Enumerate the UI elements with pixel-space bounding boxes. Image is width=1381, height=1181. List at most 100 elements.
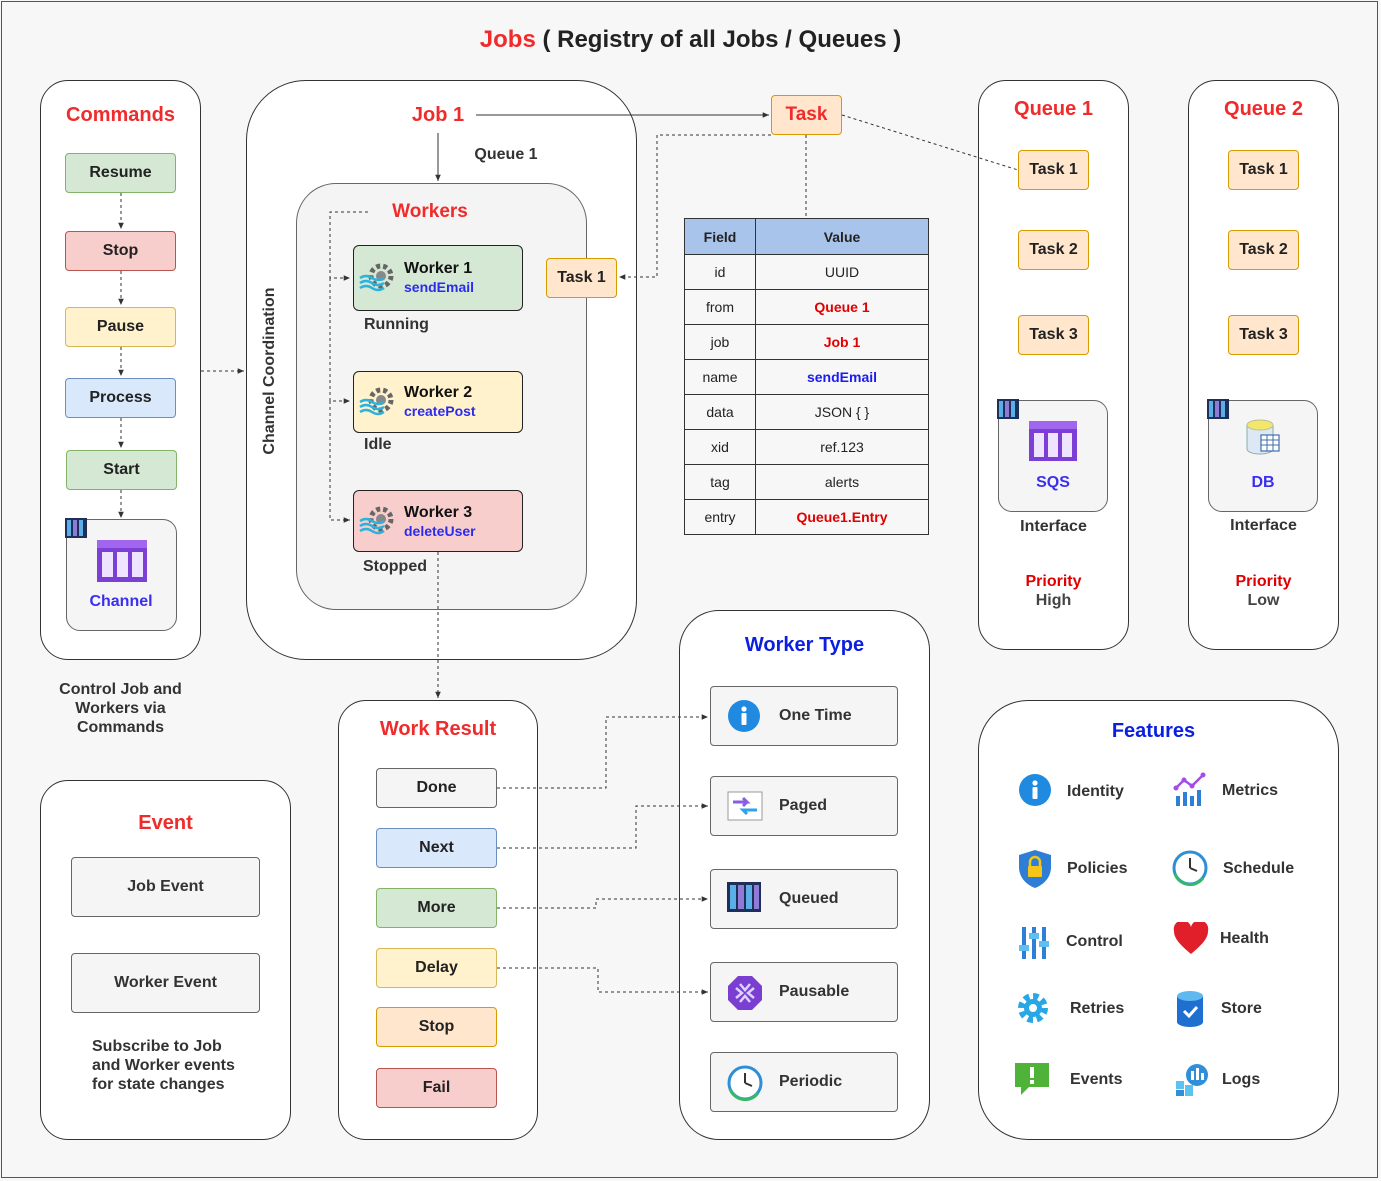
pause-button[interactable]: Pause	[65, 307, 176, 347]
worker-state: Running	[364, 316, 429, 333]
worker-2-card[interactable]: Worker 2 createPost	[353, 371, 523, 433]
pausable-icon	[728, 976, 762, 1010]
field-cell: entry	[684, 499, 756, 535]
queue-bars-icon	[1207, 399, 1229, 419]
table-header-row: Field Value	[684, 218, 929, 255]
worker-method: createPost	[404, 403, 476, 419]
value-cell: Job 1	[755, 324, 929, 360]
result-more[interactable]: More	[376, 888, 497, 928]
worker-event-button[interactable]: Worker Event	[71, 953, 260, 1013]
worker-method: sendEmail	[404, 279, 475, 295]
store-icon	[1177, 991, 1203, 1027]
worker-type-pausable[interactable]: Pausable	[710, 962, 898, 1022]
worker-method: deleteUser	[404, 523, 476, 539]
field-cell: name	[684, 359, 756, 395]
feature-retries: Retries	[1070, 1000, 1125, 1017]
feature-policies: Policies	[1067, 860, 1128, 877]
job-queue-label: Queue 1	[474, 146, 538, 163]
field-cell: from	[684, 289, 756, 325]
result-stop[interactable]: Stop	[376, 1007, 497, 1047]
worker-3-card[interactable]: Worker 3 deleteUser	[353, 490, 523, 552]
value-cell: UUID	[755, 254, 929, 290]
result-done[interactable]: Done	[376, 768, 497, 808]
task-node[interactable]: Task	[771, 95, 842, 135]
store-label: DB	[1251, 474, 1275, 491]
queue-task[interactable]: Task 1	[1018, 150, 1089, 190]
commands-caption: Control Job and Workers via Commands	[40, 680, 201, 737]
worker-type-periodic[interactable]: Periodic	[710, 1052, 898, 1112]
field-cell: data	[684, 394, 756, 430]
field-cell: tag	[684, 464, 756, 500]
gear-icon	[359, 387, 394, 416]
result-next[interactable]: Next	[376, 828, 497, 868]
store-label: SQS	[1036, 474, 1070, 491]
channel-coordination-label: Channel Coordination	[261, 287, 278, 455]
field-cell: xid	[684, 429, 756, 465]
worker-type-label: Queued	[779, 890, 839, 907]
heart-icon	[1173, 922, 1209, 954]
result-fail[interactable]: Fail	[376, 1068, 497, 1108]
schedule-icon	[1172, 850, 1208, 886]
gear-icon	[359, 506, 394, 535]
shield-lock-icon	[1019, 850, 1051, 888]
logs-icon	[1176, 1064, 1208, 1096]
worker-type-label: One Time	[779, 707, 852, 724]
value-cell: Queue1.Entry	[755, 499, 929, 535]
title-rest: ( Registry of all Jobs / Queues )	[535, 26, 902, 53]
queue-task[interactable]: Task 1	[1228, 150, 1299, 190]
job-event-button[interactable]: Job Event	[71, 857, 260, 917]
feature-events: Events	[1070, 1071, 1123, 1088]
workers-title: Workers	[392, 201, 468, 222]
queue-title: Queue 1	[1014, 98, 1093, 120]
table-icon	[97, 540, 147, 582]
queue-title: Queue 2	[1224, 98, 1303, 120]
worker-type-one-time[interactable]: One Time	[710, 686, 898, 746]
caption-line: Control Job and	[59, 681, 182, 698]
result-delay[interactable]: Delay	[376, 948, 497, 988]
stop-button[interactable]: Stop	[65, 231, 176, 271]
page-title: Jobs ( Registry of all Jobs / Queues )	[0, 26, 1381, 54]
features-title: Features	[1111, 720, 1196, 742]
value-cell: sendEmail	[755, 359, 929, 395]
priority-label: Priority	[1025, 573, 1082, 590]
worker-type-label: Paged	[779, 797, 828, 814]
control-icon	[1019, 927, 1049, 959]
worker-state: Stopped	[363, 558, 427, 575]
title-highlight: Jobs	[479, 26, 536, 53]
paged-icon	[727, 791, 763, 821]
queue-task[interactable]: Task 3	[1018, 315, 1089, 355]
worker-type-label: Pausable	[779, 983, 850, 1000]
field-cell: job	[684, 324, 756, 360]
table-icon	[1029, 421, 1077, 461]
resume-button[interactable]: Resume	[65, 153, 176, 193]
worker-type-paged[interactable]: Paged	[710, 776, 898, 836]
value-cell: JSON { }	[755, 394, 929, 430]
caption-line: Workers via	[75, 700, 166, 717]
value-cell: alerts	[755, 464, 929, 500]
job-task-chip[interactable]: Task 1	[546, 258, 617, 298]
caption-line: and Worker events	[92, 1057, 235, 1074]
value-cell: ref.123	[755, 429, 929, 465]
feature-control: Control	[1066, 933, 1123, 950]
queue-task[interactable]: Task 3	[1228, 315, 1299, 355]
worker-type-label: Periodic	[779, 1073, 843, 1090]
queue-task[interactable]: Task 2	[1228, 230, 1299, 270]
field-cell: id	[684, 254, 756, 290]
start-button[interactable]: Start	[66, 450, 177, 490]
process-button[interactable]: Process	[65, 378, 176, 418]
worker-name: Worker 1	[404, 260, 473, 277]
worker-1-card[interactable]: Worker 1 sendEmail	[353, 245, 523, 311]
work-result-title: Work Result	[379, 718, 497, 740]
worker-name: Worker 3	[404, 504, 473, 521]
queue-task[interactable]: Task 2	[1018, 230, 1089, 270]
metrics-icon	[1173, 772, 1206, 806]
priority-label: Priority	[1235, 573, 1292, 590]
worker-type-queued[interactable]: Queued	[710, 869, 898, 929]
